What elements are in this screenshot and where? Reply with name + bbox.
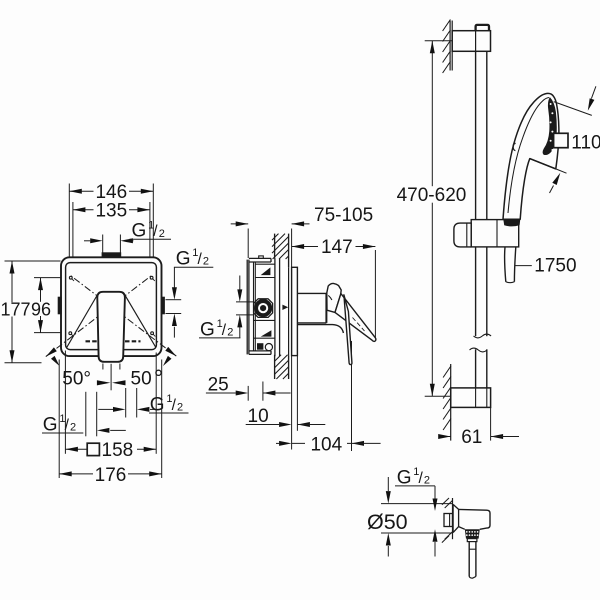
svg-text:110: 110 xyxy=(571,132,600,153)
svg-text:146: 146 xyxy=(95,182,127,203)
svg-text:1: 1 xyxy=(217,318,223,330)
svg-text:1: 1 xyxy=(166,393,172,405)
svg-text:/: / xyxy=(65,417,70,434)
svg-text:1: 1 xyxy=(148,219,154,231)
svg-text:104: 104 xyxy=(310,434,342,455)
svg-text:G: G xyxy=(200,319,215,340)
svg-text:G: G xyxy=(176,248,191,269)
svg-text:10: 10 xyxy=(248,406,269,427)
svg-text:G: G xyxy=(397,467,412,488)
svg-text:2: 2 xyxy=(203,256,209,268)
svg-text:G: G xyxy=(150,394,165,415)
svg-text:/: / xyxy=(198,251,203,268)
svg-text:2: 2 xyxy=(159,228,165,240)
svg-text:470-620: 470-620 xyxy=(397,185,467,206)
svg-text:2: 2 xyxy=(177,402,183,414)
svg-text:/: / xyxy=(172,397,177,414)
svg-text:75-105: 75-105 xyxy=(314,205,373,226)
svg-text:1: 1 xyxy=(59,413,65,425)
svg-text:50: 50 xyxy=(131,369,152,390)
svg-text:177: 177 xyxy=(1,299,31,319)
svg-text:147: 147 xyxy=(321,237,353,258)
svg-text:2: 2 xyxy=(227,327,233,339)
svg-text:61: 61 xyxy=(461,427,482,448)
svg-text:/: / xyxy=(419,470,424,487)
svg-text:/: / xyxy=(153,223,158,240)
svg-text:158: 158 xyxy=(102,440,134,461)
svg-text:1: 1 xyxy=(413,466,419,478)
svg-text:176: 176 xyxy=(95,465,127,486)
svg-text:G: G xyxy=(43,414,58,435)
svg-text:2: 2 xyxy=(70,422,76,434)
svg-text:Ø50: Ø50 xyxy=(367,510,408,534)
svg-text:2: 2 xyxy=(424,475,430,487)
svg-text:1: 1 xyxy=(192,247,198,259)
svg-text:50°: 50° xyxy=(62,369,91,390)
svg-text:96: 96 xyxy=(31,299,51,319)
svg-text:25: 25 xyxy=(208,375,229,396)
svg-text:G: G xyxy=(132,221,147,242)
svg-text:/: / xyxy=(222,322,227,339)
svg-text:1750: 1750 xyxy=(534,255,576,276)
svg-text:135: 135 xyxy=(95,201,127,222)
